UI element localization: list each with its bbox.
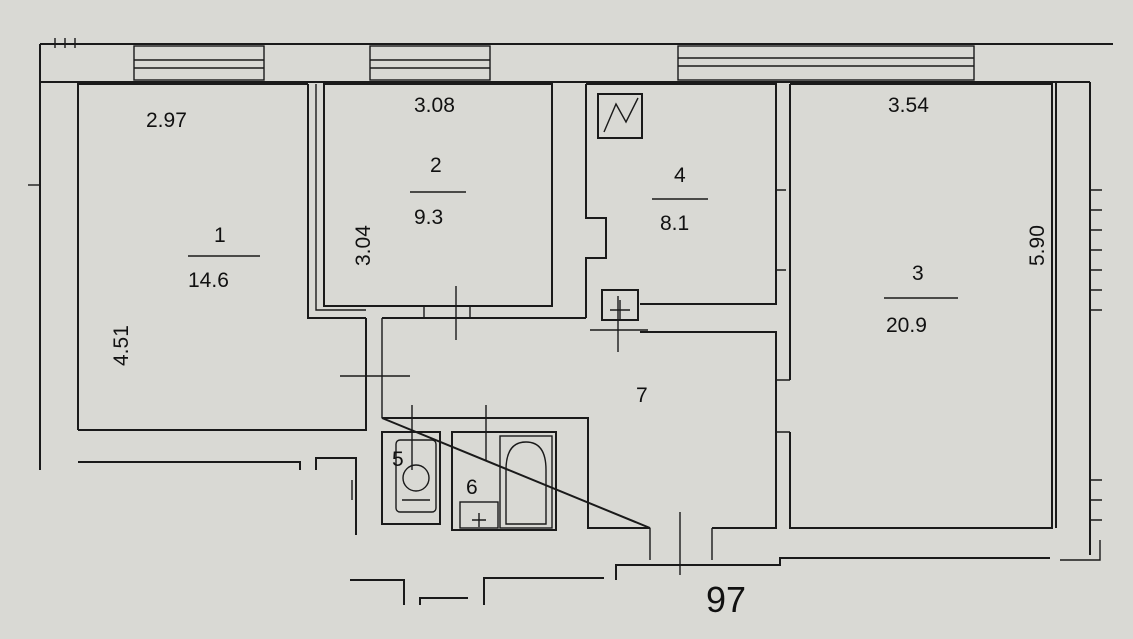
room-1 [78,83,410,431]
bathtub-icon [499,435,553,529]
room-6 [451,405,557,531]
room-1-length-label: 4.51 [110,325,133,366]
room-4-area: 8.1 [660,212,689,235]
room-2-number: 2 [430,154,442,177]
room-3-area: 20.9 [886,314,927,337]
stove-icon [597,93,643,139]
room-1-area: 14.6 [188,269,229,292]
apartment-number: 97 [706,579,746,620]
room-1-width-label: 2.97 [146,109,187,132]
windows [133,45,975,81]
room-3 [776,83,1053,529]
room-3-length-label: 5.90 [1026,225,1049,266]
outer-walls [28,38,1113,561]
room-3-number: 3 [912,262,924,285]
room-5 [381,405,441,525]
room-4-number: 4 [674,164,686,187]
room-2-length-label: 3.04 [352,225,375,266]
room-7-number: 7 [636,384,648,407]
washbasin-icon [459,501,499,529]
room-3-width-label: 3.54 [888,94,929,117]
room-2 [323,83,553,340]
room-4 [585,83,786,318]
room-6-number: 6 [466,476,478,499]
toilet-icon [395,439,437,513]
room-2-width-label: 3.08 [414,94,455,117]
bottom-walls [78,457,1050,605]
room-7 [381,306,777,575]
sink-icon [590,289,648,352]
room-1-number: 1 [214,224,226,247]
room-2-area: 9.3 [414,206,443,229]
room-5-number: 5 [392,448,404,471]
